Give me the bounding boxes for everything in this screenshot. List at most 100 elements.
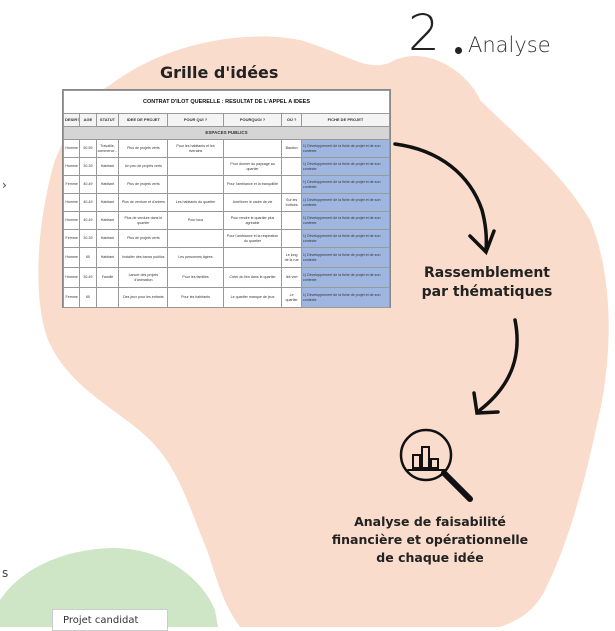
table-header-cell: FICHE DE PROJET xyxy=(300,113,391,127)
table-cell: Habitant xyxy=(95,247,120,268)
table-cell xyxy=(95,287,120,308)
table-cell: Pour les habitants xyxy=(167,287,224,308)
step-label: Analyse xyxy=(468,33,551,57)
table-header-cell: OÙ ? xyxy=(281,113,302,127)
table-cell: Homme xyxy=(62,139,81,158)
thematic-label: Rassemblement par thématiques xyxy=(402,264,572,302)
table-cell: Plus de projets verts xyxy=(118,175,169,194)
table-cell xyxy=(222,139,283,158)
analysis-label-line-2: financière et opérationnelle xyxy=(331,532,529,547)
table-cell: 50-59 xyxy=(79,139,97,158)
table-cell: Femme xyxy=(62,175,81,194)
table-cell: Les personnes âgées xyxy=(167,247,224,268)
table-cell: Bastion xyxy=(281,139,302,158)
table-cell: Plus de verdure et d'arbres xyxy=(118,193,169,212)
table-cell: 1) Développement de la fiche de projet e… xyxy=(300,287,391,308)
analysis-label-line-3: de chaque idée xyxy=(376,550,484,565)
table-cell: Créer du lien dans le quartier xyxy=(222,267,283,288)
table-cell: 40-49 xyxy=(79,193,97,212)
arrow-to-thematic xyxy=(393,142,489,252)
table-header-cell: AGE xyxy=(79,113,97,127)
table-cell: Famille xyxy=(95,267,120,288)
table-cell: 1) Développement de la fiche de projet e… xyxy=(300,229,391,248)
table-cell: Pour tous xyxy=(167,211,224,230)
table-cell xyxy=(281,229,302,248)
table-cell xyxy=(281,175,302,194)
table-cell: Les habitants du quartier xyxy=(167,193,224,212)
table-cell: Plus de verdure dans le quartier xyxy=(118,211,169,230)
table-cell: Le long de la rue xyxy=(281,247,302,268)
arrow-to-analysis xyxy=(478,318,519,412)
table-cell: 1) Développement de la fiche de projet e… xyxy=(300,157,391,176)
idea-table: CONTRAT D'ILOT QUERELLE : RESULTAT DE L'… xyxy=(62,90,391,308)
table-cell: Sur les trottoirs xyxy=(281,193,302,212)
table-cell: Le quartier manque de jeux xyxy=(222,287,283,308)
table-cell: 1) Développement de la fiche de projet e… xyxy=(300,247,391,268)
table-cell: Habitant xyxy=(95,193,120,212)
table-section: ESPACES PUBLICS xyxy=(63,126,390,140)
table-cell: Ilot vert xyxy=(281,267,302,288)
table-header-cell: STATUT xyxy=(95,113,120,127)
step-number: 2 xyxy=(408,4,440,62)
edge-glyph: s xyxy=(2,566,9,580)
table-cell: Plus de projets verts xyxy=(118,139,169,158)
table-cell: Des jeux pour les enfants xyxy=(118,287,169,308)
table-cell: 30-39 xyxy=(79,157,97,176)
table-cell: Plus de projets verts xyxy=(118,229,169,248)
table-header-cell: POURQUOI ? xyxy=(222,113,283,127)
table-cell: Habitant xyxy=(95,229,120,248)
table-cell: 1) Développement de la fiche de projet e… xyxy=(300,267,391,288)
idea-grid-sheet: CONTRAT D'ILOT QUERELLE : RESULTAT DE L'… xyxy=(62,89,391,308)
table-cell: Femme xyxy=(62,229,81,248)
table-cell xyxy=(167,175,224,194)
analysis-label: Analyse de faisabilité financière et opé… xyxy=(310,513,550,567)
grid-title: Grille d'idées xyxy=(160,63,279,82)
analysis-label-line-1: Analyse de faisabilité xyxy=(354,514,506,529)
table-cell: Homme xyxy=(62,247,81,268)
thematic-label-line-1: Rassemblement xyxy=(423,265,551,281)
table-cell: Installer des bancs publics xyxy=(118,247,169,268)
table-cell: 1) Développement de la fiche de projet e… xyxy=(300,211,391,230)
table-cell: Pour les familles xyxy=(167,267,224,288)
table-cell: 30-49 xyxy=(79,267,97,288)
table-cell: Pour donner du paysage au quartier xyxy=(222,157,283,176)
table-header-cell: IDEE DE PROJET xyxy=(118,113,169,127)
table-cell: Femme xyxy=(62,287,81,308)
table-cell: Pour les habitants et les riverains xyxy=(167,139,224,158)
table-header-cell: POUR QUI ? xyxy=(167,113,224,127)
table-cell: Pour rendre le quartier plus agréable xyxy=(222,211,283,230)
table-cell: Habitant xyxy=(95,211,120,230)
arrow-head-2 xyxy=(472,391,500,415)
table-cell: 60 xyxy=(79,287,97,308)
analysis-magnifier-icon xyxy=(399,428,473,502)
table-cell: Pour l'ambiance et la respiration du qua… xyxy=(222,229,283,248)
table-cell: Habitant xyxy=(95,157,120,176)
table-cell: 40-49 xyxy=(79,175,97,194)
table-cell: Habitant xyxy=(95,175,120,194)
table-cell: 60 xyxy=(79,247,97,268)
table-cell xyxy=(222,247,283,268)
table-cell: Un peu de projets verts xyxy=(118,157,169,176)
candidate-project-card: Projet candidat xyxy=(52,609,168,631)
table-cell: Homme xyxy=(62,267,81,288)
table-cell xyxy=(167,157,224,176)
table-cell: Homme xyxy=(62,157,81,176)
table-cell: 40-49 xyxy=(79,211,97,230)
step-dot xyxy=(455,47,462,54)
edge-arrow-glyph: › xyxy=(2,178,7,192)
table-cell: 1) Développement de la fiche de projet e… xyxy=(300,139,391,158)
table-cell: Lancer des projets d'animation xyxy=(118,267,169,288)
table-cell: Homme xyxy=(62,211,81,230)
green-blob xyxy=(0,547,218,627)
table-cell: 1) Développement de la fiche de projet e… xyxy=(300,193,391,212)
table-cell: Pour l'ambiance et la tranquillité xyxy=(222,175,283,194)
